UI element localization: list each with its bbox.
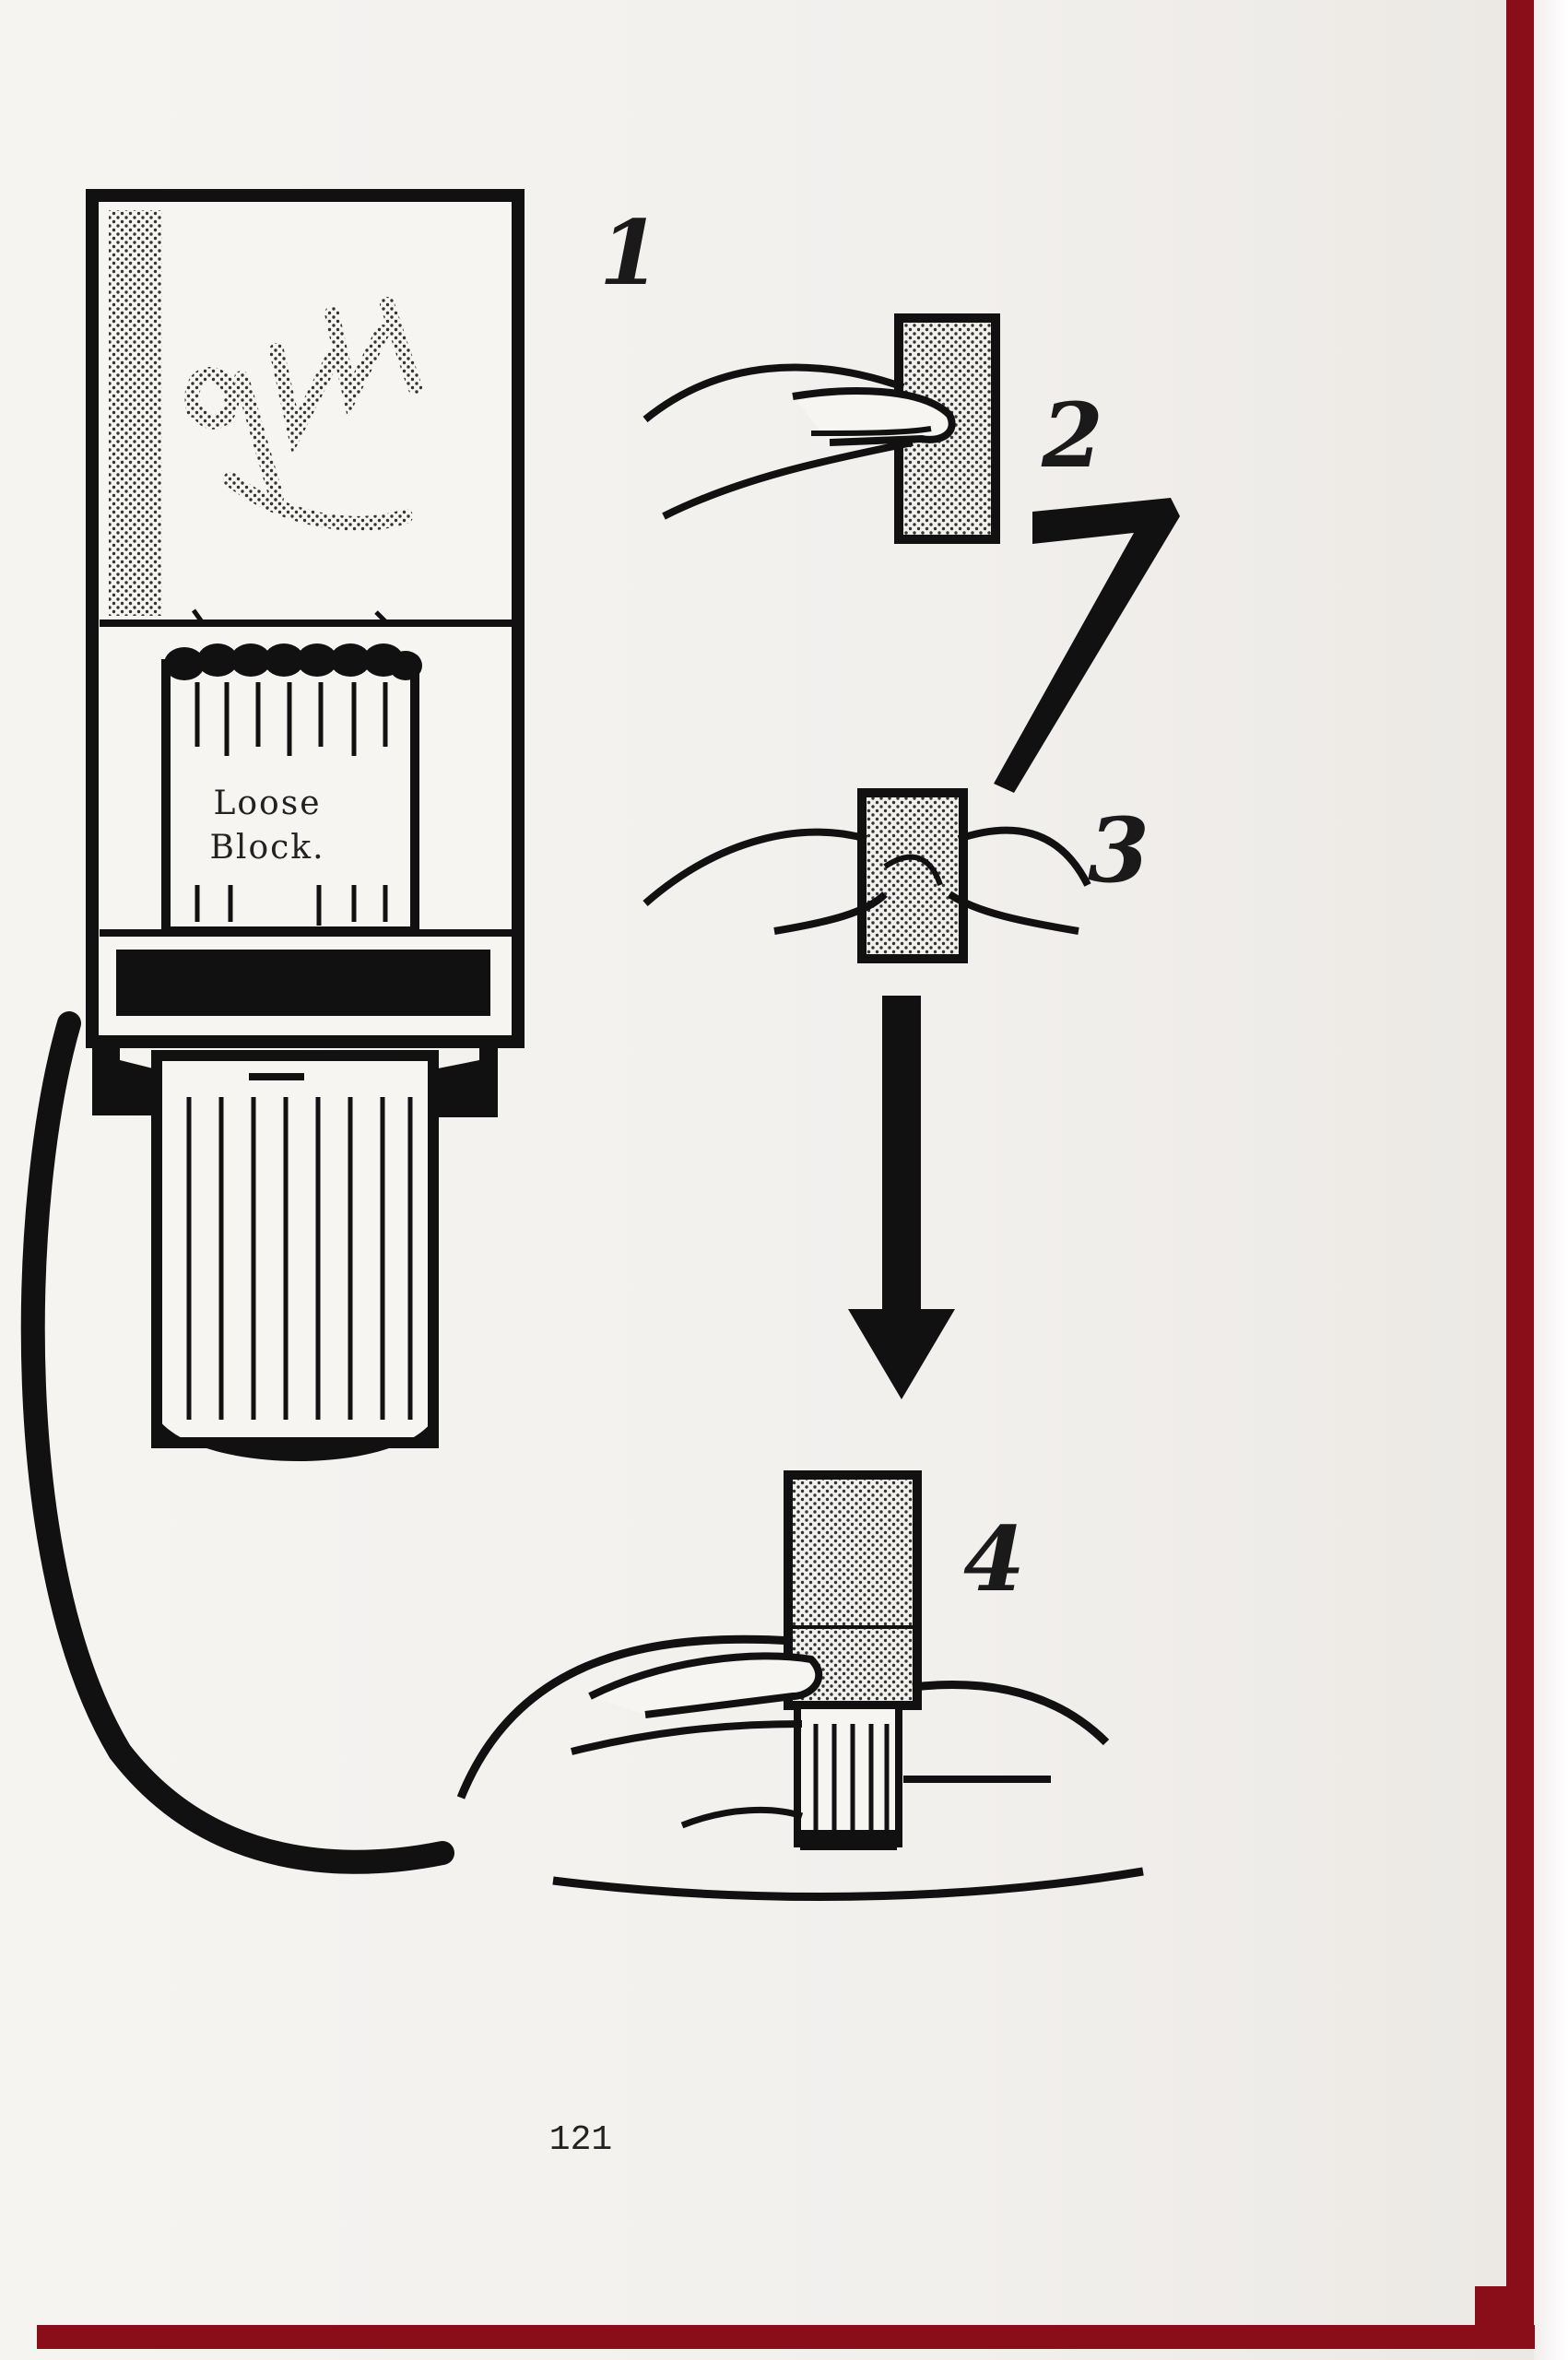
loose-block-label-line1: Loose [213,785,322,822]
figure-2-hand-with-box [643,313,1180,793]
loose-block-label-line2: Block. [209,829,325,867]
cover-edge-bottom [37,2325,1535,2349]
page-margin-right [1534,0,1568,2360]
figure-4-hands-with-matches [456,1470,1144,1901]
page-number: 121 [548,2120,613,2160]
figure-label-3: 3 [1088,798,1149,903]
figure-label-4: 4 [963,1507,1025,1611]
figure-3-hands-with-box [643,788,1091,963]
loose-block-label: Loose Block. [147,782,387,870]
figure-label-2: 2 [1042,384,1103,488]
cover-edge-right [1506,0,1534,2342]
cover-corner [1475,2286,1512,2325]
figure-1-matchbox [20,189,525,1874]
figure-label-1: 1 [599,201,661,305]
down-arrow-icon [848,996,955,1399]
